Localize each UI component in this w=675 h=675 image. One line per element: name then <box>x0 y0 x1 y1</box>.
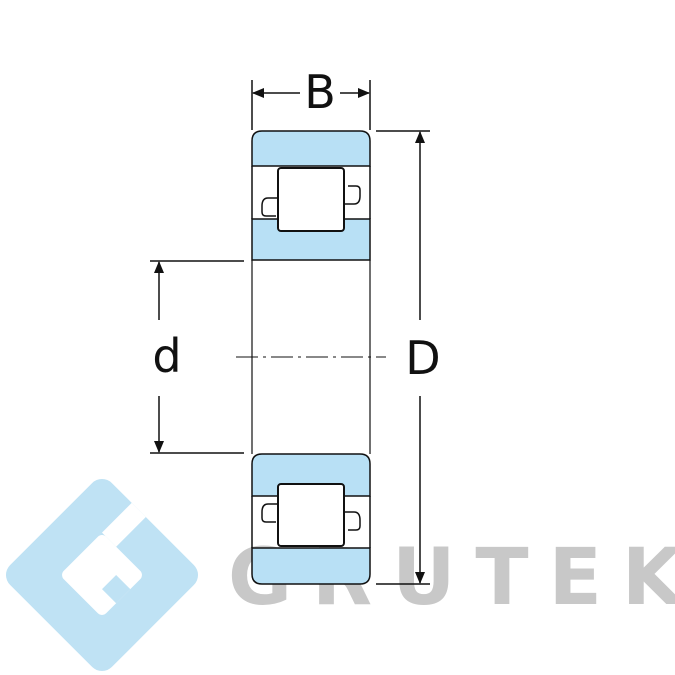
lower-cage-left <box>261 503 278 523</box>
upper-cage-left <box>261 197 278 217</box>
width-dimension: B <box>251 65 371 130</box>
upper-ring-section <box>251 130 371 261</box>
outer-diameter-label: D <box>405 331 440 385</box>
lower-outer-ring <box>251 547 371 585</box>
inner-diameter-label: d <box>152 329 181 383</box>
upper-outer-ring <box>251 130 371 167</box>
lower-ring-section <box>251 453 371 585</box>
bearing-section <box>236 130 386 585</box>
width-label: B <box>304 65 336 119</box>
inner-diameter-dimension: d <box>150 260 244 454</box>
lower-roller <box>277 483 345 547</box>
lower-cage-right <box>344 511 361 531</box>
upper-cage-right <box>344 185 361 205</box>
upper-roller <box>277 167 345 232</box>
g-diamond-logo-icon <box>5 478 199 672</box>
outer-diameter-dimension: D <box>376 130 441 585</box>
